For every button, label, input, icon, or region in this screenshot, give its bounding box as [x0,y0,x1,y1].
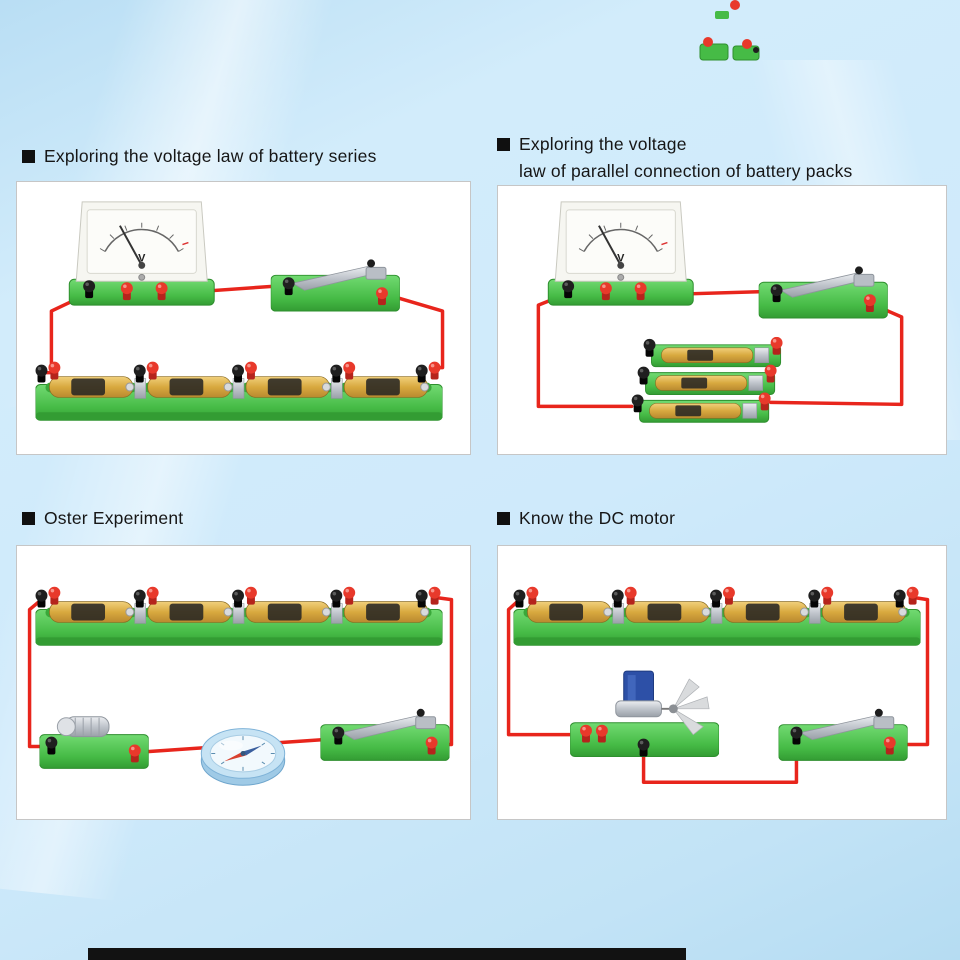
switch [271,259,400,311]
panel-title-oersted: Oster Experiment [22,505,472,532]
panel-title-battery-series: Exploring the voltage law of battery ser… [22,143,472,170]
illustration-battery-parallel [536,186,904,454]
battery-holder-row [36,587,443,646]
title-text: Exploring the voltage law of battery ser… [44,146,377,166]
dc-motor-with-fan [570,671,719,756]
parallel-battery-pack [632,337,783,422]
title-bullet [497,512,510,525]
title-text: Know the DC motor [519,508,676,528]
illustration-oersted [27,546,454,786]
switch [320,709,449,761]
panel-battery-series [16,181,471,455]
voltmeter [548,202,693,305]
title-bullet [22,150,35,163]
title-text: Exploring the voltage [519,134,687,154]
wire [641,738,799,785]
battery-holder-row [36,362,443,421]
title-bullet [22,512,35,525]
illustration-dc-motor [506,546,930,785]
panel-battery-parallel [497,185,947,455]
compass [200,728,286,786]
switch [779,709,908,761]
title-bullet [497,138,510,151]
voltmeter [69,202,214,305]
wire [27,597,48,749]
wire [888,595,930,747]
panel-dc-motor [497,545,947,820]
panel-title-dc-motor: Know the DC motor [497,505,947,532]
wire [506,597,582,737]
panel-oersted [16,545,471,820]
title-text: Oster Experiment [44,508,184,528]
lamp-holder [39,717,148,769]
illustration-battery-series [17,182,445,454]
cropped-banner-bottom [88,948,686,960]
battery-holder-row [514,587,921,646]
wire [536,291,634,409]
title-text: law of parallel connection of battery pa… [519,161,853,181]
cropped-product-fragment-top [699,0,760,61]
panel-title-battery-parallel: Exploring the voltage law of parallel co… [497,131,957,185]
switch [759,266,888,318]
